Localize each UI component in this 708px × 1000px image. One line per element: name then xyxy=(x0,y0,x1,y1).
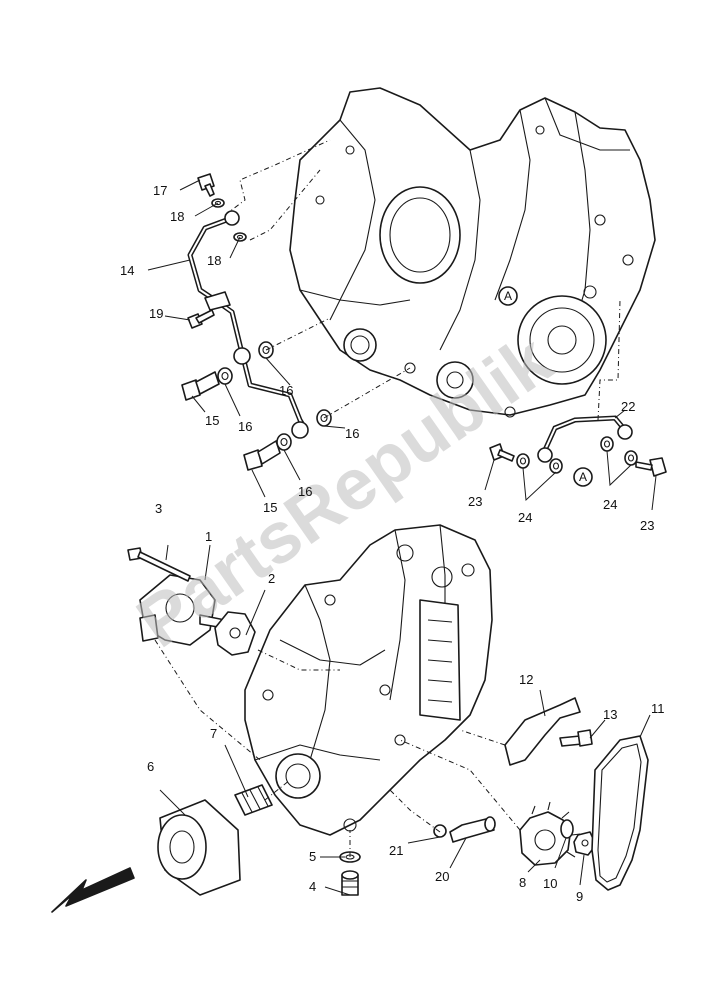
oil-delivery-pipe-14 xyxy=(187,210,309,439)
washer-24d xyxy=(624,450,638,466)
bolt-13 xyxy=(559,729,593,747)
union-bolt-17 xyxy=(197,173,215,197)
screw-19 xyxy=(187,309,215,329)
callout-9: 9 xyxy=(576,889,583,904)
oil-pipe-22 xyxy=(537,415,633,463)
callout-6: 6 xyxy=(147,759,154,774)
callout-5: 5 xyxy=(309,849,316,864)
callout-13: 13 xyxy=(603,707,617,722)
gasket-2 xyxy=(214,611,256,656)
reference-mark-a-lower: A xyxy=(573,467,593,487)
callout-20: 20 xyxy=(435,869,449,884)
reference-mark-label: A xyxy=(579,470,587,484)
callout-8: 8 xyxy=(519,875,526,890)
union-bolt-23b xyxy=(635,457,667,477)
chain-guide-12 xyxy=(504,697,581,766)
lower-crankcase xyxy=(244,524,493,836)
oil-filter-union-7 xyxy=(234,784,273,816)
callout-12: 12 xyxy=(519,672,533,687)
callout-15b: 15 xyxy=(263,500,277,515)
bolt-3 xyxy=(127,547,191,582)
pipe-20 xyxy=(449,816,496,843)
reference-mark-a-upper: A xyxy=(498,286,518,306)
callout-7: 7 xyxy=(210,726,217,741)
callout-18a: 18 xyxy=(170,209,184,224)
callout-10: 10 xyxy=(543,876,557,891)
union-bolt-15a xyxy=(181,371,220,401)
callout-15a: 15 xyxy=(205,413,219,428)
callout-17: 17 xyxy=(153,183,167,198)
callout-16c: 16 xyxy=(345,426,359,441)
callout-1: 1 xyxy=(205,529,212,544)
callout-16a: 16 xyxy=(279,383,293,398)
washer-10 xyxy=(560,819,574,839)
front-arrow-icon xyxy=(51,867,135,913)
callout-2: 2 xyxy=(268,571,275,586)
drain-plug-4 xyxy=(341,870,359,896)
drive-chain-11 xyxy=(591,735,649,891)
union-bolt-15b xyxy=(243,440,281,471)
callout-19: 19 xyxy=(149,306,163,321)
oil-filter-6 xyxy=(157,799,241,896)
callout-11: 11 xyxy=(651,701,665,716)
nut-9 xyxy=(573,831,597,856)
callout-3: 3 xyxy=(155,501,162,516)
washer-24a xyxy=(516,453,530,469)
callout-22: 22 xyxy=(621,399,635,414)
o-ring-21 xyxy=(433,824,447,838)
callout-4: 4 xyxy=(309,879,316,894)
washer-24b xyxy=(549,458,563,474)
callout-21: 21 xyxy=(389,843,403,858)
callout-labels: 1 2 3 4 5 6 7 8 9 10 11 12 13 14 15 15 1… xyxy=(120,183,665,904)
callout-14: 14 xyxy=(120,263,134,278)
callout-23b: 23 xyxy=(640,518,654,533)
upper-crankcase xyxy=(289,87,656,418)
callout-16d: 16 xyxy=(298,484,312,499)
washer-24c xyxy=(600,436,614,452)
union-bolt-23a xyxy=(489,443,515,462)
washer-16d xyxy=(276,433,292,451)
reference-mark-label: A xyxy=(504,289,512,303)
leader-lines xyxy=(147,139,657,896)
oil-pump-1 xyxy=(139,574,226,646)
washer-16b xyxy=(217,367,233,385)
callout-24a: 24 xyxy=(518,510,532,525)
callout-24b: 24 xyxy=(603,497,617,512)
callout-18b: 18 xyxy=(207,253,221,268)
oil-pump-sprocket-8 xyxy=(519,801,581,866)
callout-23a: 23 xyxy=(468,494,482,509)
callout-16b: 16 xyxy=(238,419,252,434)
